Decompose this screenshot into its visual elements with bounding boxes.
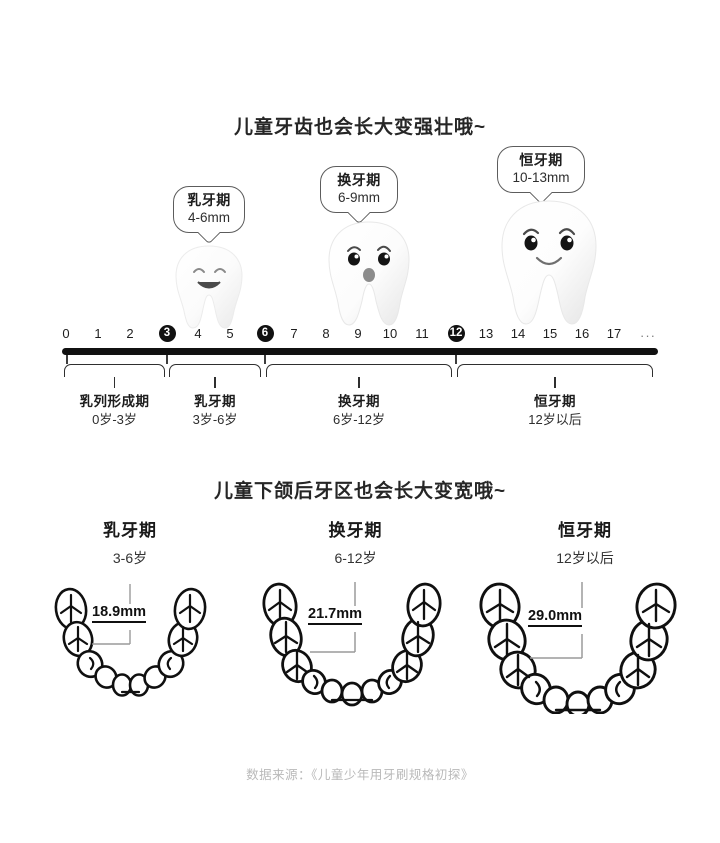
stage-bracket bbox=[169, 364, 261, 377]
timeline-number-7: 7 bbox=[290, 326, 298, 341]
page-title-teeth-growth: 儿童牙齿也会长大变强壮哦~ bbox=[233, 117, 487, 138]
callout-label-primary: 乳牙期 bbox=[187, 192, 231, 208]
tooth-icon-mixed bbox=[321, 219, 417, 334]
timeline-number-15: 15 bbox=[542, 326, 558, 341]
timeline-tick bbox=[455, 355, 457, 364]
jaw-measure-mixed: 21.7mm bbox=[308, 606, 363, 625]
callout-bubble-mixed-teeth: 换牙期 6-9mm bbox=[320, 166, 398, 224]
jaw-label-permanent: 恒牙期 bbox=[558, 521, 612, 540]
callout-size-mixed: 6-9mm bbox=[337, 190, 380, 206]
timeline-number-1: 1 bbox=[94, 326, 102, 341]
stage-stem bbox=[554, 377, 556, 388]
stage-range: 12岁以后 bbox=[528, 412, 582, 427]
timeline-number-0: 0 bbox=[62, 326, 70, 341]
page-title-jaw-growth: 儿童下颌后牙区也会长大变宽哦~ bbox=[213, 481, 507, 502]
stage-label: 换牙期 bbox=[338, 394, 380, 409]
timeline-number-4: 4 bbox=[194, 326, 202, 341]
timeline-number-12-marked: 12 bbox=[447, 325, 465, 342]
callout-label-permanent: 恒牙期 bbox=[519, 152, 563, 168]
stage-range: 6岁-12岁 bbox=[332, 412, 386, 427]
stage-range: 3岁-6岁 bbox=[192, 412, 238, 427]
stage-stem bbox=[113, 377, 116, 388]
jaw-measure-permanent: 29.0mm bbox=[528, 608, 583, 627]
timeline-number-9: 9 bbox=[354, 326, 362, 341]
tooth-icon-primary bbox=[170, 243, 248, 336]
timeline-bar bbox=[62, 348, 658, 355]
jaw-column-permanent: 恒牙期 12岁以后 bbox=[470, 516, 700, 719]
timeline-number-2: 2 bbox=[126, 326, 134, 341]
timeline-ellipsis: ··· bbox=[640, 328, 656, 343]
jaw-label-primary: 乳牙期 bbox=[103, 521, 157, 540]
data-source-footer: 数据来源：《儿童少年用牙刷规格初探》 bbox=[246, 768, 474, 782]
jaw-label-mixed: 换牙期 bbox=[328, 521, 383, 540]
timeline-tick bbox=[166, 355, 168, 364]
jaw-arch-figure-permanent: 29.0mm bbox=[470, 582, 700, 719]
jaw-column-primary: 乳牙期 3-6岁 bbox=[30, 516, 230, 712]
jaw-measure-primary: 18.9mm bbox=[92, 604, 147, 623]
jaw-arch-figure-mixed: 21.7mm bbox=[248, 582, 463, 715]
callout-size-primary: 4-6mm bbox=[187, 210, 230, 226]
jaw-range-primary: 3-6岁 bbox=[112, 550, 148, 566]
jaw-column-mixed: 换牙期 6-12岁 bbox=[248, 516, 463, 715]
jaw-range-permanent: 12岁以后 bbox=[556, 550, 614, 566]
stage-label: 恒牙期 bbox=[534, 394, 576, 409]
timeline-number-10: 10 bbox=[382, 326, 398, 341]
timeline-number-3-marked: 3 bbox=[158, 325, 176, 342]
callout-label-mixed: 换牙期 bbox=[337, 172, 381, 188]
timeline-tick bbox=[66, 355, 68, 364]
timeline-number-14: 14 bbox=[510, 326, 526, 341]
stage-bracket bbox=[457, 364, 653, 377]
callout-bubble-permanent-teeth: 恒牙期 10-13mm bbox=[497, 146, 585, 204]
age-timeline: 0 1 2 3 4 5 6 7 8 9 10 11 12 13 14 15 16… bbox=[62, 325, 658, 436]
timeline-tick bbox=[264, 355, 266, 364]
callout-bubble-primary-teeth: 乳牙期 4-6mm bbox=[173, 186, 245, 244]
timeline-number-13: 13 bbox=[478, 326, 494, 341]
jaw-comparison-group: 乳牙期 3-6岁 bbox=[0, 516, 720, 736]
stage-range: 0岁-3岁 bbox=[92, 412, 137, 427]
callout-size-permanent: 10-13mm bbox=[512, 170, 570, 186]
timeline-number-11: 11 bbox=[415, 326, 429, 341]
jaw-range-mixed: 6-12岁 bbox=[334, 550, 377, 566]
stage-bracket bbox=[64, 364, 165, 377]
stage-label: 乳牙期 bbox=[194, 394, 236, 409]
timeline-number-6-marked: 6 bbox=[256, 325, 274, 342]
tooth-icon-permanent bbox=[493, 198, 605, 333]
timeline-number-16: 16 bbox=[574, 326, 590, 341]
timeline-number-17: 17 bbox=[606, 326, 622, 341]
jaw-arch-figure-primary: 18.9mm bbox=[30, 582, 230, 712]
stage-label: 乳列形成期 bbox=[79, 394, 150, 409]
stage-stem bbox=[214, 377, 216, 388]
timeline-number-5: 5 bbox=[226, 326, 234, 341]
stage-bracket bbox=[266, 364, 452, 377]
stage-stem bbox=[358, 377, 360, 388]
timeline-number-8: 8 bbox=[322, 326, 330, 341]
